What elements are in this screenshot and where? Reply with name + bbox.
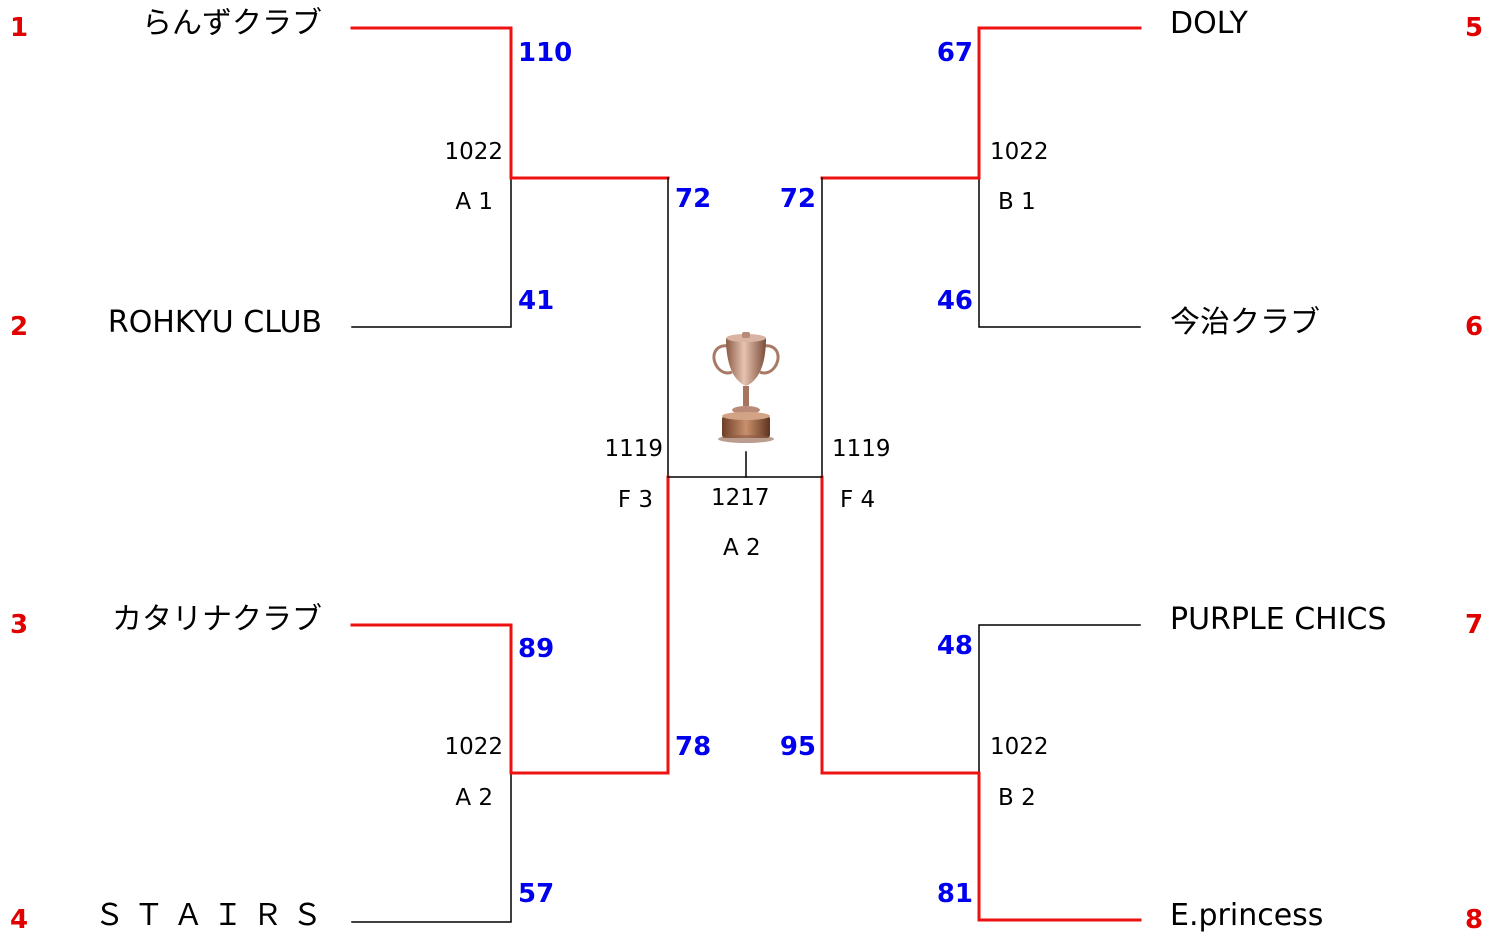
- label-a1: A 1: [455, 189, 493, 215]
- date-final: 1217: [711, 485, 770, 511]
- trophy-icon: [712, 332, 780, 443]
- label-b2: B 2: [998, 785, 1036, 811]
- score-b1-bottom: 46: [936, 286, 973, 316]
- line-team5: [977, 26, 1142, 180]
- label-final: A 2: [723, 535, 761, 561]
- label-f4: F 4: [840, 487, 876, 513]
- score-f3-bottom: 78: [675, 732, 712, 762]
- score-a2-top: 89: [518, 634, 555, 664]
- date-f3: 1119: [604, 436, 663, 462]
- score-f4-bottom: 95: [779, 732, 816, 762]
- team-name-8: E.princess: [1170, 898, 1324, 933]
- line-team7: [978, 624, 1141, 774]
- score-b2-bottom: 81: [936, 879, 973, 909]
- seed-4: 4: [10, 905, 29, 935]
- label-b1: B 1: [998, 189, 1036, 215]
- seed-6: 6: [1465, 312, 1484, 342]
- seed-3: 3: [10, 610, 29, 640]
- date-a2: 1022: [444, 734, 503, 760]
- seed-1: 1: [10, 13, 29, 43]
- team-name-6: 今治クラブ: [1170, 305, 1320, 340]
- date-b2: 1022: [990, 734, 1049, 760]
- label-a2: A 2: [455, 785, 493, 811]
- score-f4-top: 72: [779, 184, 816, 214]
- team-name-7: PURPLE CHICS: [1170, 602, 1387, 637]
- line-team8: [977, 771, 1142, 922]
- line-team1: [350, 26, 513, 180]
- team-name-1: らんずクラブ: [142, 6, 322, 41]
- date-b1: 1022: [990, 139, 1049, 165]
- score-a2-bottom: 57: [518, 879, 555, 909]
- line-team4: [351, 772, 512, 923]
- team-name-5: DOLY: [1170, 6, 1248, 41]
- score-a1-bottom: 41: [518, 286, 555, 316]
- team-name-4: Ｓ Ｔ Ａ Ｉ Ｒ Ｓ: [94, 898, 322, 933]
- seed-2: 2: [10, 312, 29, 342]
- line-team2: [351, 177, 512, 328]
- date-a1: 1022: [444, 139, 503, 165]
- score-b1-top: 67: [936, 38, 973, 68]
- line-team6: [978, 177, 1141, 328]
- score-b2-top: 48: [936, 631, 973, 661]
- score-f3-top: 72: [675, 184, 712, 214]
- date-f4: 1119: [832, 436, 891, 462]
- line-team3: [350, 623, 513, 775]
- team-name-2: ROHKYU CLUB: [107, 305, 322, 340]
- seed-5: 5: [1465, 13, 1484, 43]
- team-name-3: カタリナクラブ: [112, 602, 322, 637]
- label-f3: F 3: [617, 487, 653, 513]
- seed-7: 7: [1465, 610, 1484, 640]
- score-a1-top: 110: [518, 38, 573, 68]
- seed-8: 8: [1465, 905, 1484, 935]
